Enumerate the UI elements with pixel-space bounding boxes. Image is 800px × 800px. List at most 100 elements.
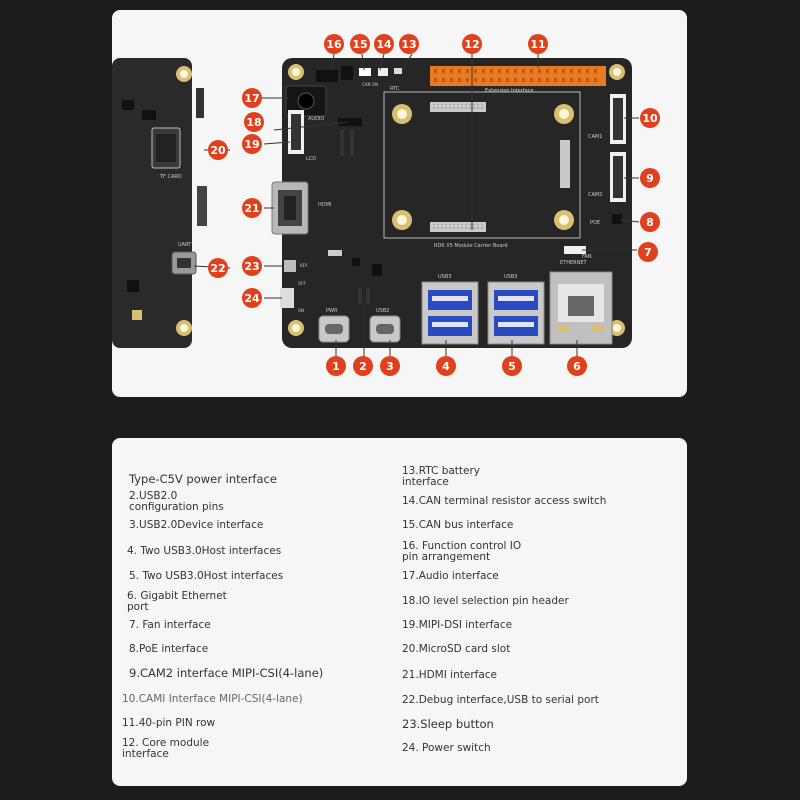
legend-item-9: 9.CAM2 interface MIPI-CSI(4-lane) bbox=[129, 666, 324, 680]
legend-item-18: 18.IO level selection pin header bbox=[402, 595, 569, 607]
callout-11: 11 bbox=[528, 34, 548, 54]
tf-card-label: TF CARD bbox=[159, 174, 182, 180]
svg-text:18: 18 bbox=[246, 116, 261, 129]
svg-text:16: 16 bbox=[326, 38, 342, 51]
legend-item-15: 15.CAN bus interface bbox=[402, 519, 514, 531]
svg-text:5: 5 bbox=[508, 360, 516, 373]
callout-4: 4 bbox=[436, 356, 456, 376]
on-label: ON bbox=[298, 308, 304, 313]
callout-16: 16 bbox=[324, 34, 344, 54]
fan-label: FAN bbox=[582, 254, 592, 260]
legend-item-13: 13.RTC battery interface bbox=[402, 465, 481, 488]
extension-label: Extension Interface bbox=[485, 88, 534, 94]
legend-item-8: 8.PoE interface bbox=[129, 643, 209, 655]
svg-text:13: 13 bbox=[401, 38, 416, 51]
legend-item-4: 4. Two USB3.0Host interfaces bbox=[127, 545, 282, 557]
cam2-label: CAM2 bbox=[588, 192, 602, 198]
svg-text:1: 1 bbox=[332, 360, 340, 373]
svg-text:12: 12 bbox=[464, 38, 479, 51]
callout-5: 5 bbox=[502, 356, 522, 376]
board-photo-panel: TF CARD UART Extension Interface bbox=[112, 10, 687, 397]
callout-lines bbox=[193, 52, 640, 360]
callout-17: 17 bbox=[242, 88, 262, 108]
svg-text:20: 20 bbox=[210, 144, 226, 157]
pwr-label: PWR bbox=[326, 308, 338, 314]
legend-item-14: 14.CAN terminal resistor access switch bbox=[402, 495, 607, 507]
ethernet-label: ETHERNET bbox=[560, 260, 588, 266]
svg-text:22: 22 bbox=[210, 262, 225, 275]
svg-text:7: 7 bbox=[644, 246, 652, 259]
module-label: RDK X5 Module Carrier Board bbox=[434, 243, 508, 249]
callout-14: 14 bbox=[374, 34, 394, 54]
board-illustration: TF CARD UART Extension Interface bbox=[112, 34, 660, 376]
svg-text:8: 8 bbox=[646, 216, 654, 229]
callout-6: 6 bbox=[567, 356, 587, 376]
side-board: TF CARD UART bbox=[112, 58, 207, 348]
rtc-label: RTC bbox=[390, 86, 400, 92]
legend-item-22: 22.Debug interface,USB to serial port bbox=[402, 694, 599, 706]
svg-text:24: 24 bbox=[244, 292, 260, 305]
callout-21: 21 bbox=[242, 198, 262, 218]
svg-text:14: 14 bbox=[376, 38, 392, 51]
svg-text:11: 11 bbox=[530, 38, 545, 51]
poe-label: POE bbox=[590, 220, 600, 226]
callout-1: 1 bbox=[326, 356, 346, 376]
legend-item-6: 6. Gigabit Ethernet port bbox=[127, 590, 227, 613]
callout-22: 22 bbox=[208, 258, 228, 278]
svg-text:6: 6 bbox=[573, 360, 581, 373]
legend-item-21: 21.HDMI interface bbox=[402, 669, 498, 681]
usb3-a-label: USB3 bbox=[438, 274, 451, 280]
legend-item-20: 20.MicroSD card slot bbox=[402, 643, 511, 655]
core-module-area bbox=[383, 91, 581, 239]
hdmi-port bbox=[271, 181, 309, 235]
legend-panel: Type-C5V power interface 2.USB2.0 config… bbox=[112, 438, 687, 786]
usb3-port-a bbox=[421, 281, 479, 345]
callout-24: 24 bbox=[242, 288, 262, 308]
main-board: Extension Interface RTC CAN ON AUDIO LCD bbox=[271, 58, 632, 348]
legend-item-12: 12. Core module interface bbox=[122, 737, 210, 760]
callout-15: 15 bbox=[350, 34, 370, 54]
legend-item-11: 11.40-pin PIN row bbox=[122, 717, 216, 729]
svg-text:4: 4 bbox=[442, 360, 450, 373]
callout-19: 19 bbox=[242, 134, 262, 154]
svg-text:23: 23 bbox=[244, 260, 259, 273]
usb3-port-b bbox=[487, 281, 545, 345]
cam1-label: CAM1 bbox=[588, 134, 602, 140]
legend-item-17: 17.Audio interface bbox=[402, 570, 499, 582]
uart-label: UART bbox=[178, 242, 192, 248]
callout-8: 8 bbox=[640, 212, 660, 232]
legend-item-3: 3.USB2.0Device interface bbox=[129, 519, 264, 531]
svg-text:19: 19 bbox=[244, 138, 259, 151]
callout-18: 18 bbox=[244, 112, 264, 132]
legend-item-5: 5. Two USB3.0Host interfaces bbox=[129, 570, 284, 582]
svg-text:15: 15 bbox=[352, 38, 367, 51]
svg-text:17: 17 bbox=[244, 92, 259, 105]
usb3-b-label: USB3 bbox=[504, 274, 517, 280]
svg-text:2: 2 bbox=[359, 360, 367, 373]
audio-label: AUDIO bbox=[308, 116, 324, 122]
svg-text:3: 3 bbox=[386, 360, 394, 373]
can-on-label: CAN ON bbox=[362, 82, 378, 87]
callout-3: 3 bbox=[380, 356, 400, 376]
hdmi-label: HDMI bbox=[318, 202, 331, 208]
callout-2: 2 bbox=[353, 356, 373, 376]
legend-item-1: Type-C5V power interface bbox=[129, 472, 277, 486]
legend-item-16: 16. Function control IO pin arrangement bbox=[402, 540, 522, 563]
gpio-header bbox=[430, 66, 606, 86]
callout-13: 13 bbox=[399, 34, 419, 54]
callout-7: 7 bbox=[638, 242, 658, 262]
legend-item-24: 24. Power switch bbox=[402, 742, 491, 754]
callout-badges: 1 2 3 4 5 6 7 8 9 10 11 12 13 14 15 16 1… bbox=[208, 34, 660, 376]
callout-9: 9 bbox=[640, 168, 660, 188]
svg-text:21: 21 bbox=[244, 202, 259, 215]
key-label: KEY bbox=[300, 263, 308, 268]
svg-text:10: 10 bbox=[642, 112, 658, 125]
svg-text:9: 9 bbox=[646, 172, 654, 185]
legend-item-19: 19.MIPI-DSI interface bbox=[402, 619, 513, 631]
off-label: OFF bbox=[298, 281, 306, 286]
callout-23: 23 bbox=[242, 256, 262, 276]
legend-item-10: 10.CAMI Interface MIPI-CSI(4-lane) bbox=[122, 693, 303, 705]
legend-item-2: 2.USB2.0 configuration pins bbox=[129, 490, 224, 513]
legend-item-7: 7. Fan interface bbox=[129, 619, 211, 631]
callout-10: 10 bbox=[640, 108, 660, 128]
